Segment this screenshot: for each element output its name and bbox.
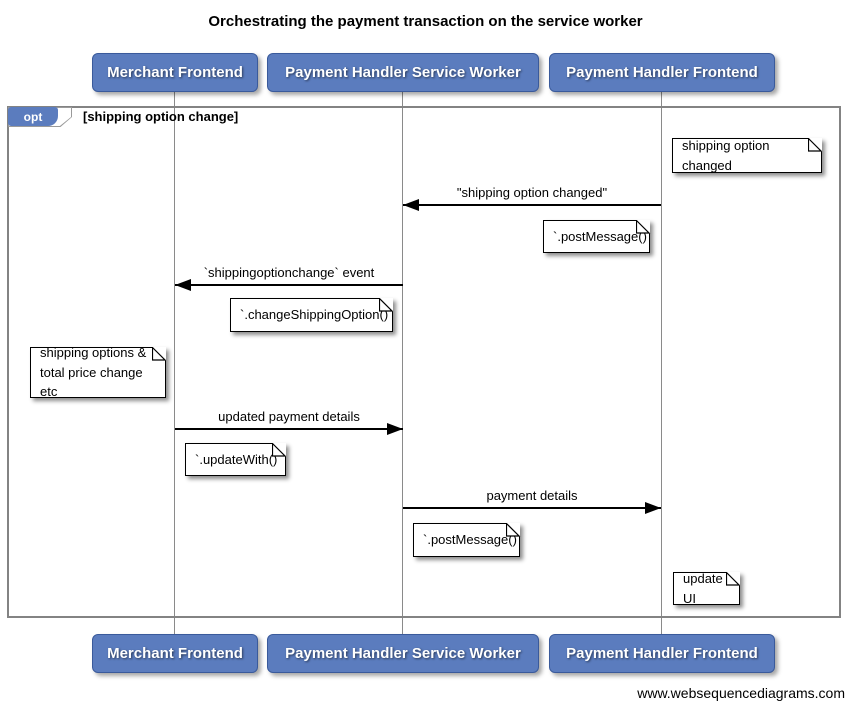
arrowhead-left-icon <box>403 199 419 211</box>
note-text-line: shipping options & <box>40 345 147 361</box>
note-fold-icon <box>506 523 520 537</box>
note-text: `.updateWith()` <box>195 451 282 467</box>
diagram-title: Orchestrating the payment transaction on… <box>208 13 643 30</box>
actor-label: Payment Handler Service Worker <box>285 645 521 662</box>
note-update-ui: update UI <box>673 571 740 606</box>
opt-fragment-frame <box>7 106 841 618</box>
lifeline-merchant-frontend <box>174 92 175 635</box>
note-shipping-options-total-price: shipping options & total price change et… <box>30 345 166 399</box>
note-text: shipping option changed <box>682 138 770 173</box>
arrowhead-right-icon <box>645 502 661 514</box>
actor-label: Payment Handler Frontend <box>566 64 758 81</box>
actor-merchant-frontend-bottom: Merchant Frontend <box>92 634 258 673</box>
note-shipping-option-changed: shipping option changed <box>672 138 822 173</box>
opt-operator-label: opt <box>8 107 58 126</box>
actor-label: Merchant Frontend <box>107 64 243 81</box>
message-line <box>403 204 661 206</box>
actor-payment-handler-frontend-top: Payment Handler Frontend <box>549 53 775 92</box>
arrowhead-right-icon <box>387 423 403 435</box>
lifeline-payment-handler-service-worker <box>402 92 403 635</box>
actor-payment-handler-service-worker-top: Payment Handler Service Worker <box>267 53 539 92</box>
note-fold-icon <box>808 138 822 152</box>
actor-merchant-frontend-top: Merchant Frontend <box>92 53 258 92</box>
message-label: `shippingoptionchange` event <box>203 265 375 280</box>
note-text: update UI <box>683 571 723 606</box>
note-postmessage-1: `.postMessage()` <box>543 220 652 253</box>
note-text-line: total price change etc <box>40 364 143 400</box>
note-change-shipping-option: `.changeShippingOption()` <box>230 298 393 332</box>
message-label: updated payment details <box>218 409 360 424</box>
note-text: `.postMessage()` <box>553 228 652 244</box>
actor-payment-handler-service-worker-bottom: Payment Handler Service Worker <box>267 634 539 673</box>
watermark-url: www.websequencediagrams.com <box>637 685 845 701</box>
note-fold-icon <box>152 347 166 361</box>
note-fold-icon <box>272 443 286 457</box>
actor-label: Payment Handler Service Worker <box>285 64 521 81</box>
note-postmessage-2: `.postMessage()` <box>413 523 522 557</box>
message-line <box>403 507 661 509</box>
actor-label: Merchant Frontend <box>107 645 243 662</box>
arrowhead-left-icon <box>175 279 191 291</box>
note-fold-icon <box>636 220 650 234</box>
message-line <box>175 428 403 430</box>
note-fold-icon <box>379 298 393 312</box>
actor-label: Payment Handler Frontend <box>566 645 758 662</box>
opt-condition-label: [shipping option change] <box>83 109 239 124</box>
note-update-with: `.updateWith()` <box>185 443 286 476</box>
message-payment-details: payment details <box>403 485 661 514</box>
actor-payment-handler-frontend-bottom: Payment Handler Frontend <box>549 634 775 673</box>
message-line <box>175 284 403 286</box>
note-text: `.changeShippingOption()` <box>240 307 393 323</box>
note-text: `.postMessage()` <box>423 532 522 548</box>
message-updated-payment-details: updated payment details <box>175 406 403 435</box>
message-label: payment details <box>486 488 578 503</box>
lifeline-payment-handler-frontend <box>661 92 662 635</box>
message-label: "shipping option changed" <box>456 185 608 200</box>
note-fold-icon <box>726 572 740 586</box>
message-shipping-option-changed: "shipping option changed" <box>403 182 661 211</box>
message-shippingoptionchange-event: `shippingoptionchange` event <box>175 262 403 291</box>
